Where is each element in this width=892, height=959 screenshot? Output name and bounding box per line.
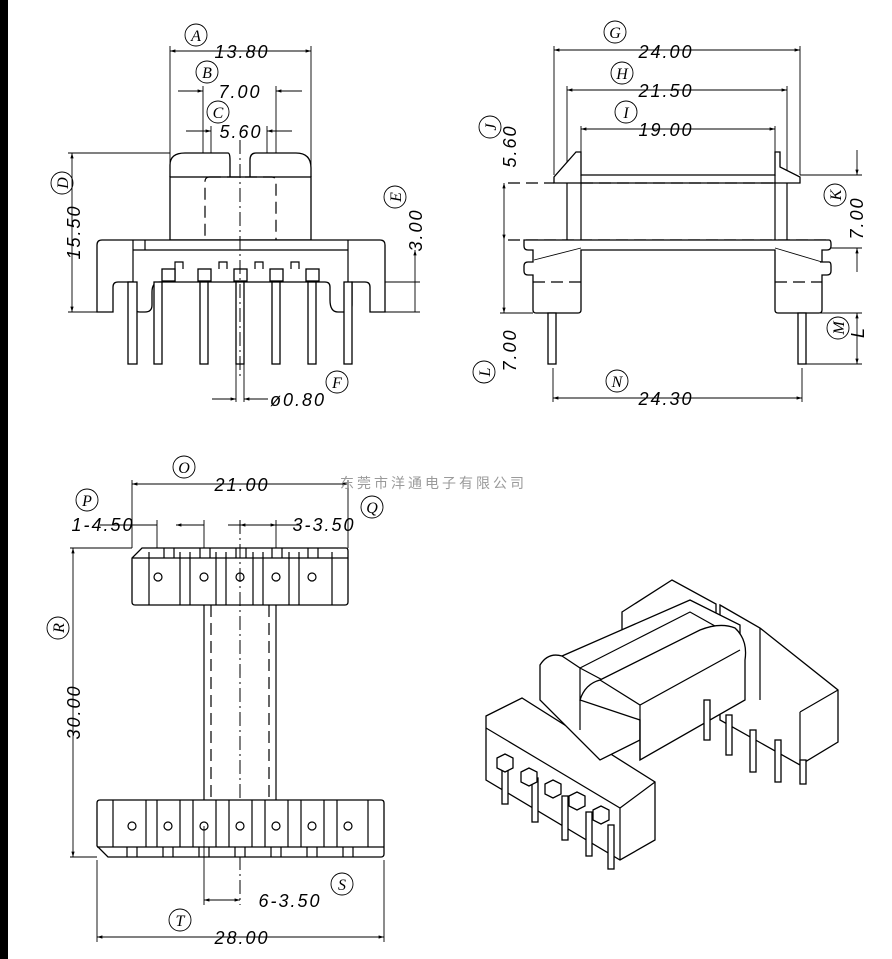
label-c: C bbox=[213, 105, 224, 122]
label-s: S bbox=[338, 877, 346, 894]
front-view bbox=[68, 46, 420, 402]
bottom-view bbox=[70, 480, 385, 942]
dim-a: 13.80 bbox=[214, 42, 269, 62]
label-m: M bbox=[831, 320, 848, 336]
dim-b: 7.00 bbox=[218, 82, 261, 102]
dim-t: 28.00 bbox=[213, 928, 269, 948]
dim-l: 7.00 bbox=[500, 328, 520, 371]
dim-d: 15.50 bbox=[64, 204, 84, 259]
label-n: N bbox=[611, 374, 624, 391]
iso-pins bbox=[496, 699, 807, 870]
label-h: H bbox=[615, 66, 629, 83]
label-b: B bbox=[202, 65, 212, 82]
label-p: P bbox=[81, 493, 92, 510]
label-q: Q bbox=[366, 500, 378, 517]
side-view bbox=[500, 46, 862, 402]
front-view-labels: A 13.80 B 7.00 C 5.60 D 15.50 E 3.00 F ø… bbox=[50, 23, 426, 410]
dim-m: L bbox=[848, 326, 868, 338]
dim-o: 21.00 bbox=[213, 475, 269, 495]
dim-r: 30.00 bbox=[64, 684, 84, 739]
label-j: J bbox=[483, 123, 500, 131]
dim-n: 24.30 bbox=[637, 389, 693, 409]
bottom-view-labels: O 21.00 P 1-4.50 Q 3-3.50 R 30.00 S 6-3.… bbox=[46, 455, 384, 948]
watermark: 东莞市洋通电子有限公司 bbox=[340, 475, 527, 492]
label-e: E bbox=[388, 192, 405, 203]
dim-s: 6-3.50 bbox=[258, 891, 321, 911]
dim-c: 5.60 bbox=[219, 122, 262, 142]
label-a: A bbox=[190, 28, 201, 45]
label-k: K bbox=[828, 188, 845, 201]
label-r: R bbox=[51, 623, 68, 634]
dim-h: 21.50 bbox=[637, 81, 693, 101]
label-l: L bbox=[477, 367, 494, 377]
pin-squares bbox=[161, 268, 320, 282]
dim-q: 3-3.50 bbox=[292, 515, 355, 535]
dim-g: 24.00 bbox=[637, 42, 693, 62]
label-o: O bbox=[178, 460, 190, 477]
dim-p: 1-4.50 bbox=[71, 515, 134, 535]
dim-j: 5.60 bbox=[500, 124, 520, 167]
label-f: F bbox=[331, 375, 342, 392]
label-d: D bbox=[55, 177, 72, 190]
dim-f: ø0.80 bbox=[270, 390, 326, 410]
label-i: I bbox=[622, 105, 629, 122]
bottom-holes bbox=[127, 821, 353, 831]
dim-e: 3.00 bbox=[406, 208, 426, 251]
top-holes bbox=[153, 572, 317, 582]
isometric-view bbox=[485, 579, 839, 870]
label-t: T bbox=[176, 913, 186, 930]
label-g: G bbox=[609, 25, 621, 42]
side-view-labels: G 24.00 H 21.50 I 19.00 J 5.60 K 7.00 L … bbox=[472, 20, 868, 409]
dim-i: 19.00 bbox=[638, 120, 693, 140]
dim-k: 7.00 bbox=[847, 196, 867, 239]
left-border bbox=[0, 0, 8, 959]
